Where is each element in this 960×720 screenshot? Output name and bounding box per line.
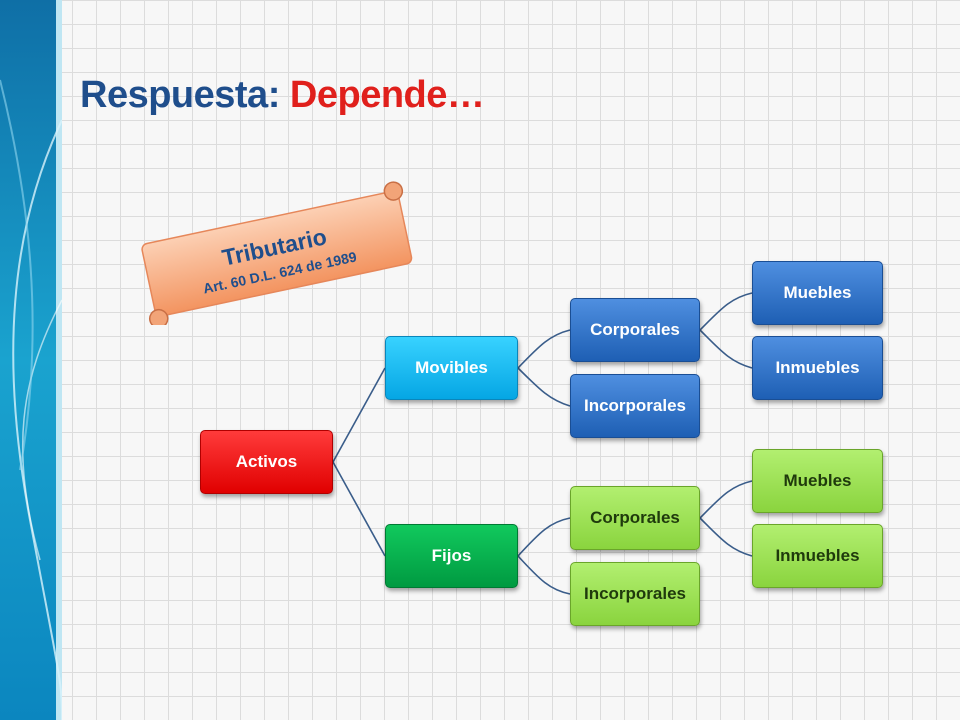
- node-activos: Activos: [200, 430, 333, 494]
- node-movibles-inmuebles: Inmuebles: [752, 336, 883, 400]
- node-movibles-muebles: Muebles: [752, 261, 883, 325]
- node-fijos-corporales: Corporales: [570, 486, 700, 550]
- node-fijos-incorporales: Incorporales: [570, 562, 700, 626]
- sidebar-decoration: [0, 0, 62, 720]
- node-movibles-corporales: Corporales: [570, 298, 700, 362]
- node-fijos-muebles: Muebles: [752, 449, 883, 513]
- edge-movibles-corporales: [517, 329, 571, 369]
- node-movibles: Movibles: [385, 336, 518, 400]
- edge-corporales2-muebles: [699, 480, 753, 519]
- title-prefix: Respuesta:: [80, 74, 280, 116]
- edge-activos-fijos: [332, 461, 386, 557]
- edge-corporales1-muebles: [699, 292, 753, 331]
- tributario-scroll: Tributario Art. 60 D.L. 624 de 1989: [141, 181, 413, 325]
- page-title: Respuesta: Depende…: [80, 74, 485, 117]
- node-fijos-inmuebles: Inmuebles: [752, 524, 883, 588]
- edge-corporales1-inmuebles: [699, 329, 753, 369]
- edge-movibles-incorporales: [517, 367, 571, 407]
- edge-fijos-corporales: [517, 517, 571, 557]
- edge-fijos-incorporales: [517, 555, 571, 595]
- title-highlight: Depende…: [289, 74, 485, 116]
- edge-activos-movibles: [332, 367, 386, 463]
- node-movibles-incorporales: Incorporales: [570, 374, 700, 438]
- node-fijos: Fijos: [385, 524, 518, 588]
- edge-corporales2-inmuebles: [699, 517, 753, 557]
